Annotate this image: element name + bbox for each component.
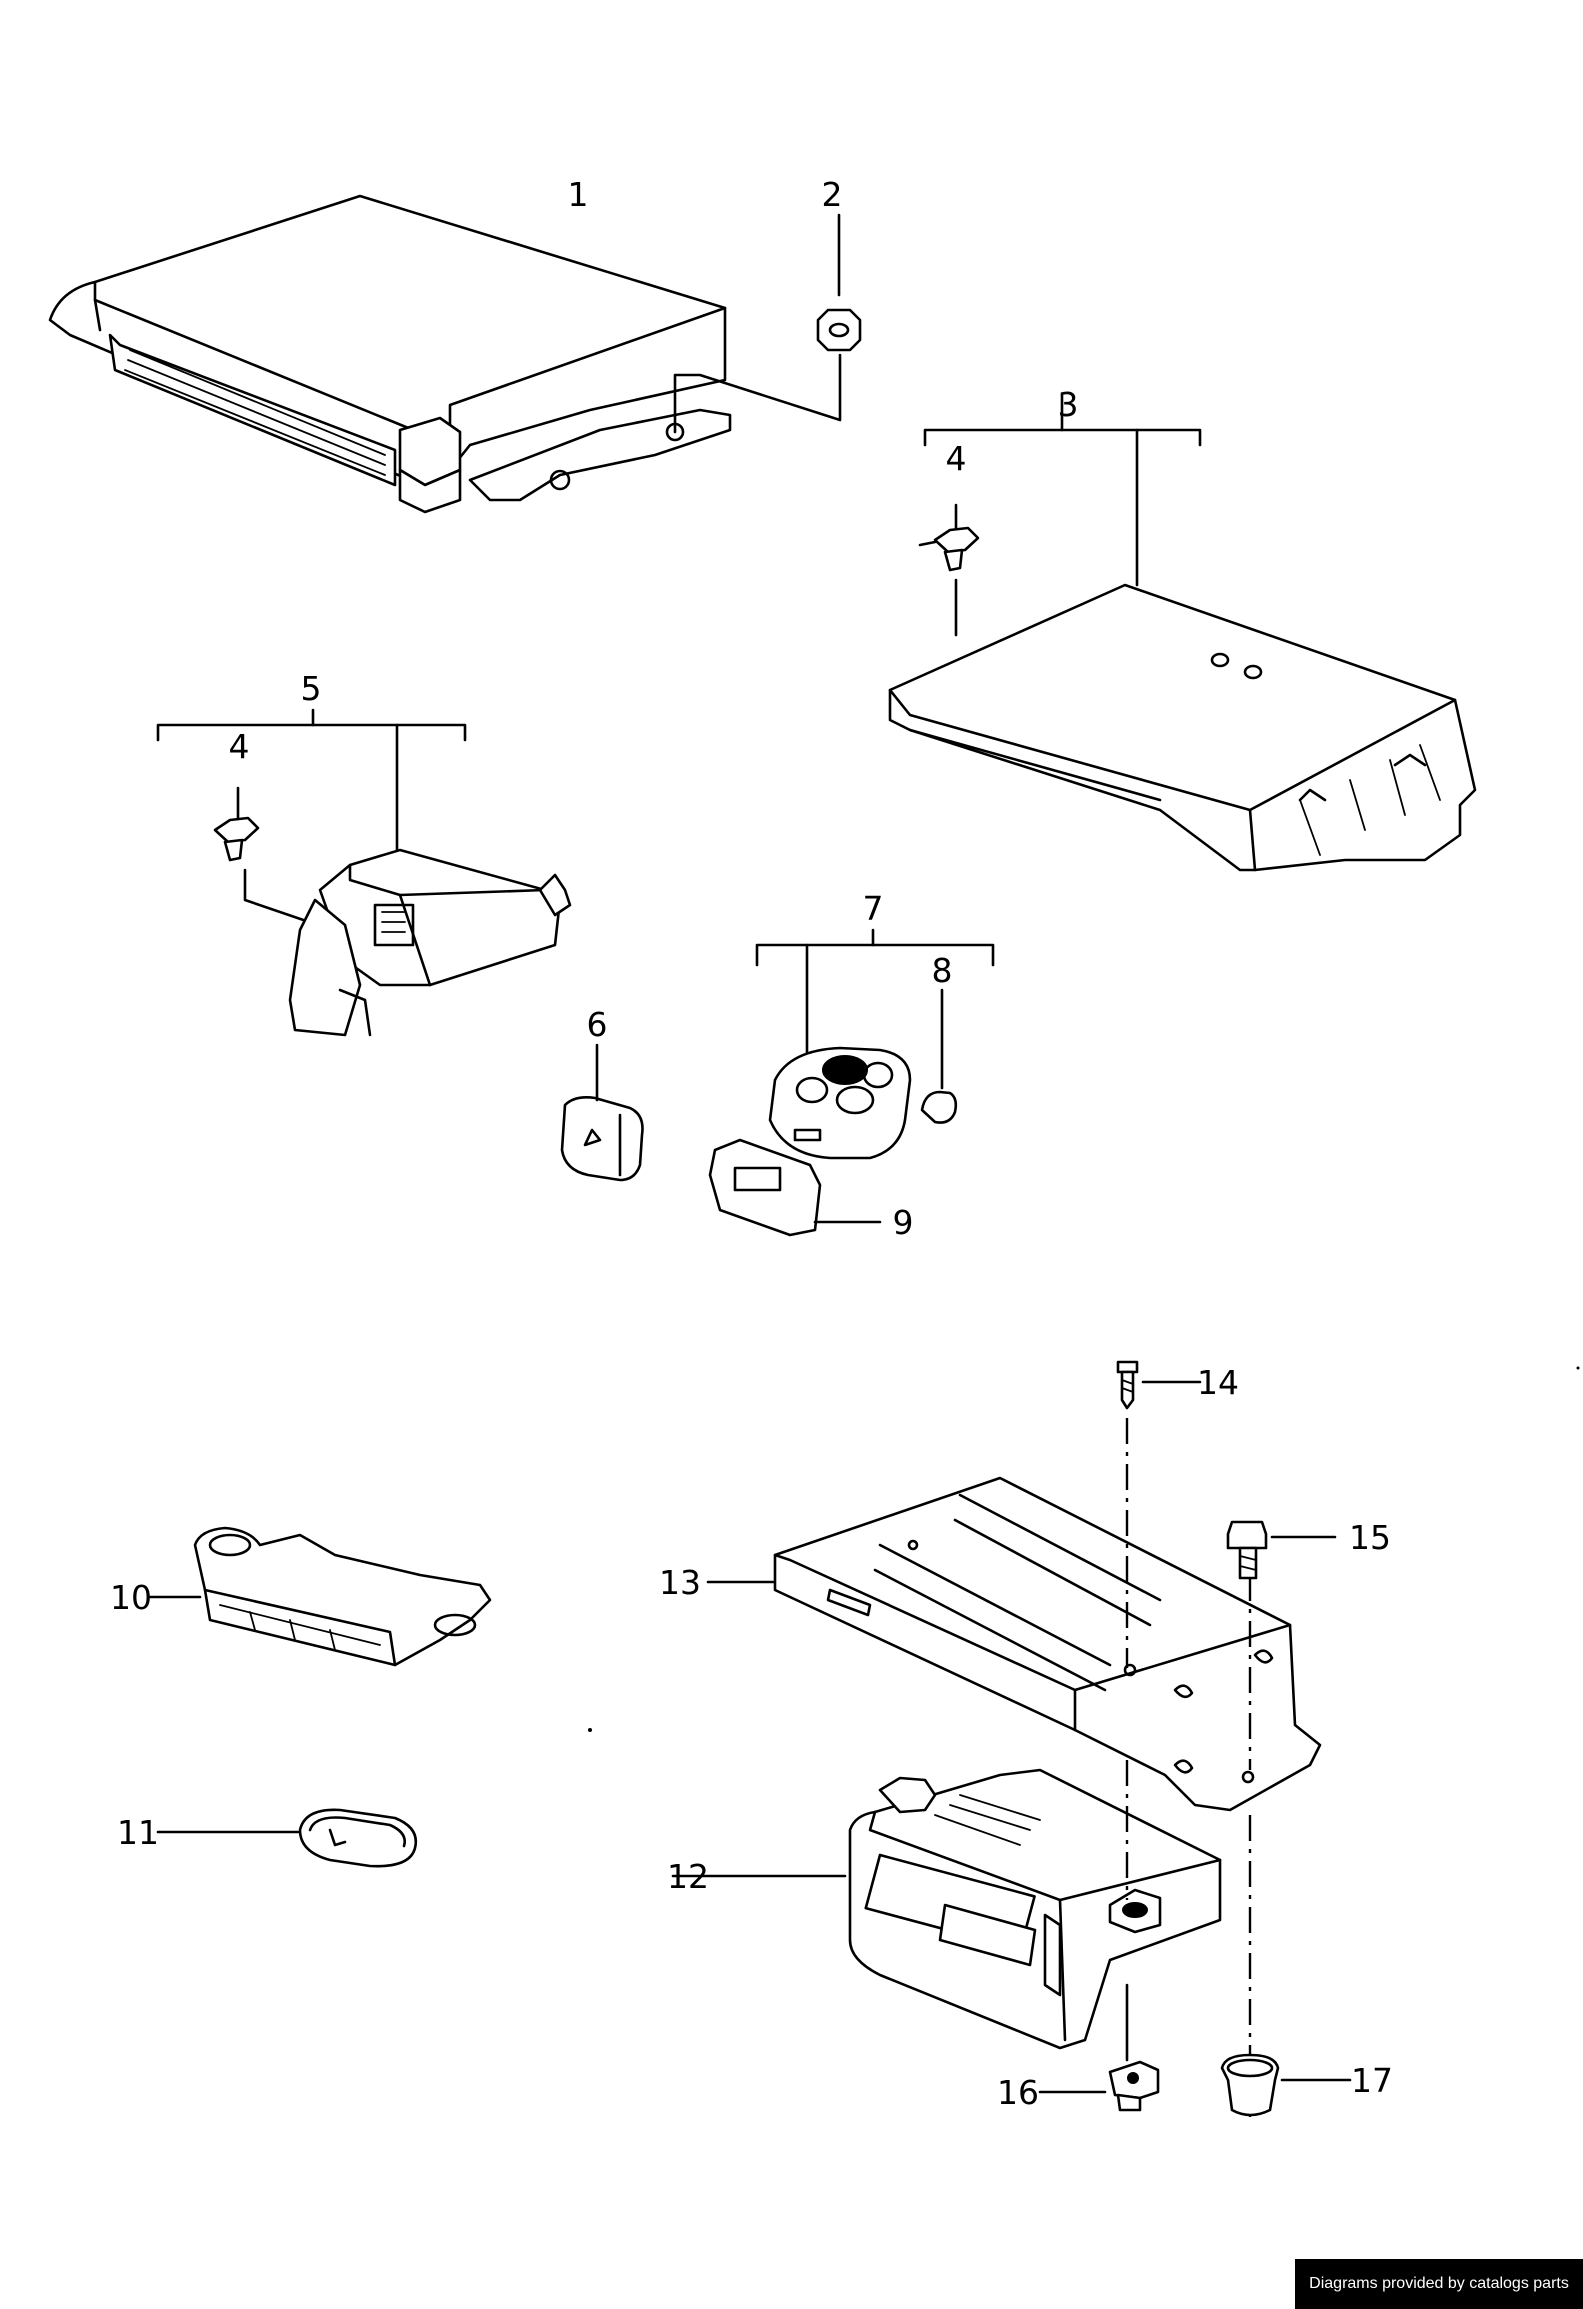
- callout-5: 5: [301, 669, 322, 708]
- callout-4-upper: 4: [946, 439, 967, 478]
- ring-part-11: [156, 1808, 418, 1868]
- callout-4-lower: 4: [229, 727, 250, 766]
- callout-1: 1: [568, 175, 589, 214]
- callout-8: 8: [932, 951, 953, 990]
- callout-16: 16: [997, 2073, 1039, 2112]
- callout-6: 6: [587, 1005, 608, 1044]
- callout-13: 13: [659, 1563, 701, 1602]
- callout-14: 14: [1197, 1363, 1239, 1402]
- nut-part-2: [816, 213, 862, 352]
- callout-labels: 1 2 3 4 5 4 6 7 8 9 10 11 12 13 14 15 16…: [110, 175, 1393, 2112]
- callout-2: 2: [822, 175, 843, 214]
- control-unit-part-1: [48, 194, 842, 514]
- bracket-plate-part-13: [706, 1476, 1322, 1812]
- clip-part-4-upper: [918, 503, 980, 572]
- remote-fob-part-7: [755, 928, 995, 1160]
- callout-3: 3: [1058, 385, 1079, 424]
- bolt-part-15: [1226, 1520, 1337, 1580]
- insert-part-9: [708, 1138, 882, 1237]
- screw-part-14: [1116, 1360, 1202, 1410]
- credit-banner: Diagrams provided by catalogs parts: [1295, 2259, 1583, 2309]
- callout-15: 15: [1349, 1518, 1391, 1557]
- scan-speck: [1576, 1366, 1580, 1370]
- callout-12: 12: [667, 1857, 709, 1896]
- callout-11: 11: [117, 1813, 159, 1852]
- control-unit-part-12: [671, 1768, 1222, 2050]
- key-part-6: [560, 1043, 644, 1182]
- grommet-part-17: [1220, 2053, 1352, 2117]
- module-part-10: [148, 1526, 492, 1667]
- callout-7: 7: [863, 889, 884, 928]
- clip-nut-part-16: [1038, 2060, 1160, 2112]
- control-unit-part-5: [156, 708, 572, 1037]
- callout-17: 17: [1351, 2061, 1393, 2100]
- callout-10: 10: [110, 1578, 152, 1617]
- callout-9: 9: [893, 1203, 914, 1242]
- control-unit-part-3: [888, 393, 1477, 872]
- scan-speck: [588, 1728, 592, 1732]
- battery-part-8: [920, 988, 958, 1124]
